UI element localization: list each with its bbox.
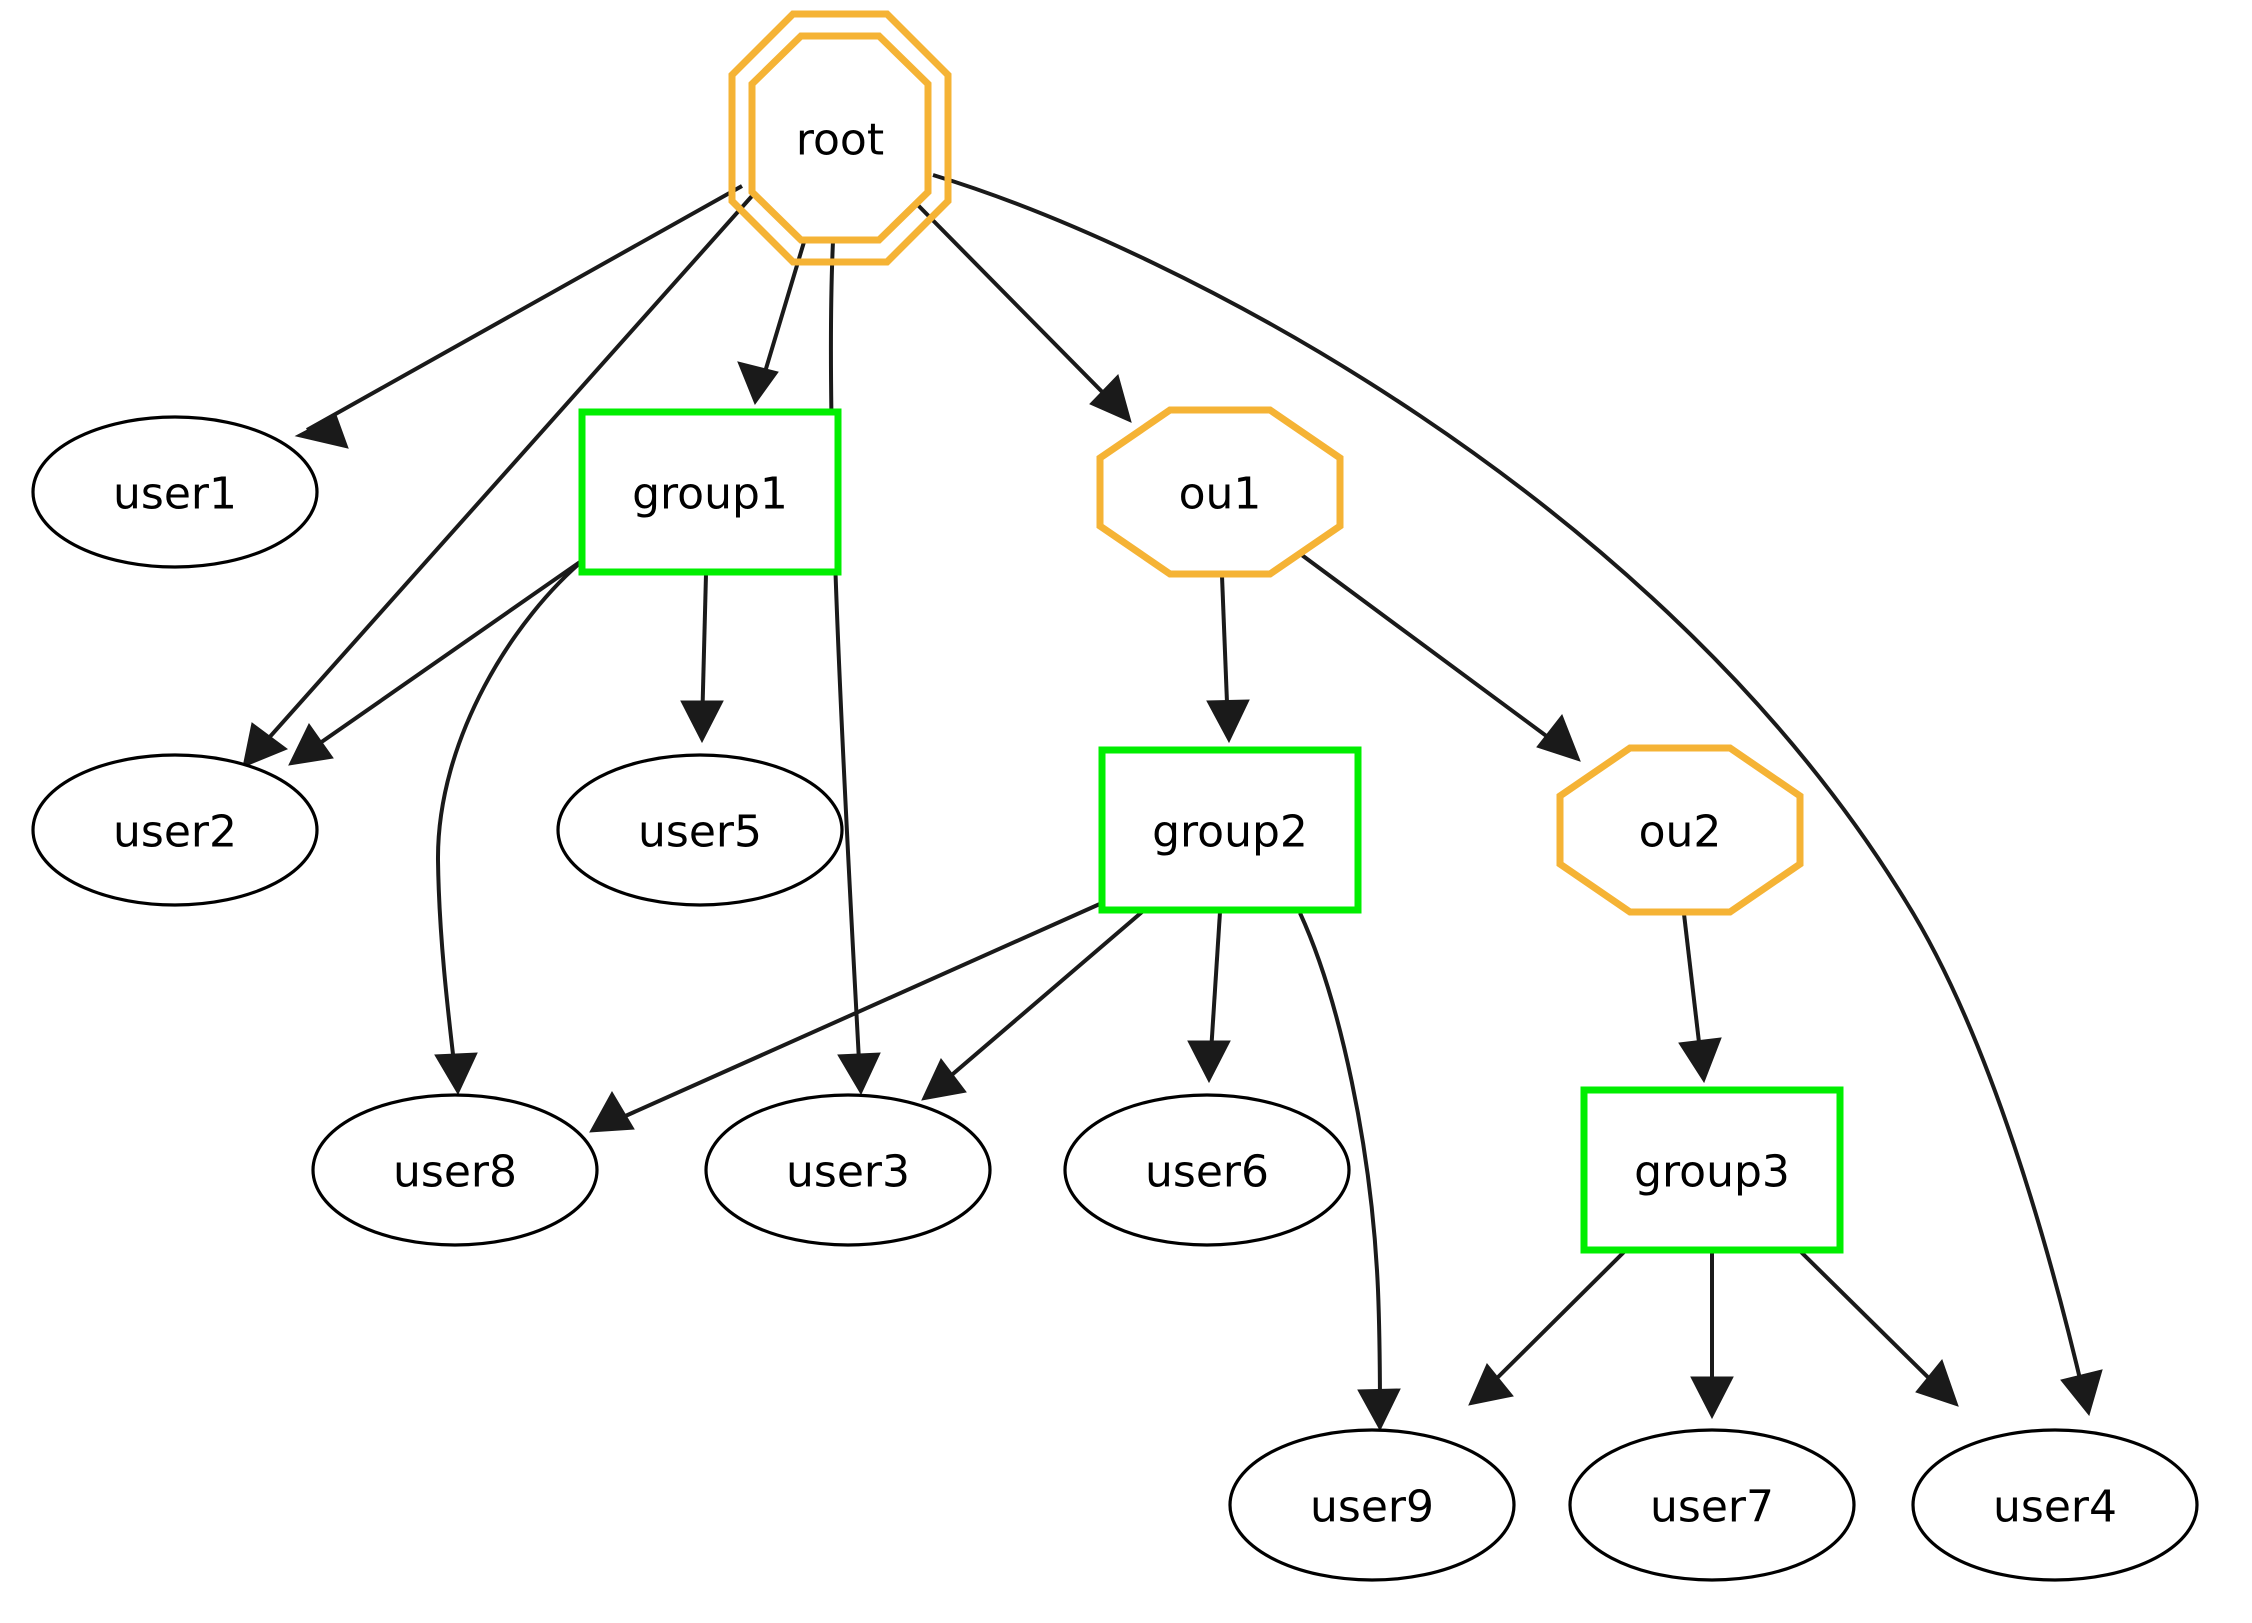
edge-root-user1[interactable] [294,184,743,449]
node-layer: root user1 group1 ou1 user2 [31,10,2199,1582]
edge-group1-user5[interactable] [680,573,724,744]
node-ou2[interactable]: ou2 [1556,744,1804,916]
node-user9[interactable]: user9 [1228,1428,1516,1582]
node-group1[interactable]: group1 [578,408,842,576]
edge-group3-user7[interactable] [1690,1251,1734,1420]
node-user4[interactable]: user4 [1911,1428,2199,1582]
edge-group2-user6[interactable] [1187,911,1231,1084]
node-root[interactable]: root [728,10,952,266]
edge-group2-user8[interactable] [589,901,1103,1133]
edge-group2-user9[interactable] [1298,912,1401,1432]
node-user6[interactable]: user6 [1063,1093,1351,1247]
node-user2[interactable]: user2 [31,753,319,907]
edge-root-user4[interactable] [932,173,2103,1417]
node-user3[interactable]: user3 [704,1093,992,1247]
edge-root-user3[interactable] [828,221,881,1096]
node-user8[interactable]: user8 [311,1093,599,1247]
edge-ou2-group3[interactable] [1678,913,1722,1084]
edge-group3-user9[interactable] [1468,1249,1627,1406]
node-user1[interactable]: user1 [31,415,319,569]
node-user7[interactable]: user7 [1568,1428,1856,1582]
node-group3[interactable]: group3 [1580,1086,1844,1254]
edge-root-user2[interactable] [242,194,754,768]
edge-ou1-ou2[interactable] [1293,548,1581,762]
edge-root-group1[interactable] [737,221,812,406]
node-ou1[interactable]: ou1 [1096,406,1344,578]
node-group2[interactable]: group2 [1098,746,1362,914]
edge-group2-user3[interactable] [921,910,1144,1101]
edge-group1-user2[interactable] [288,553,592,766]
node-user5[interactable]: user5 [556,753,844,907]
edge-root-ou1[interactable] [901,188,1132,423]
edge-group3-user4[interactable] [1798,1249,1959,1407]
edge-ou1-group2[interactable] [1206,575,1250,744]
edge-group1-user8[interactable] [434,555,589,1096]
edge-layer [242,173,2103,1432]
